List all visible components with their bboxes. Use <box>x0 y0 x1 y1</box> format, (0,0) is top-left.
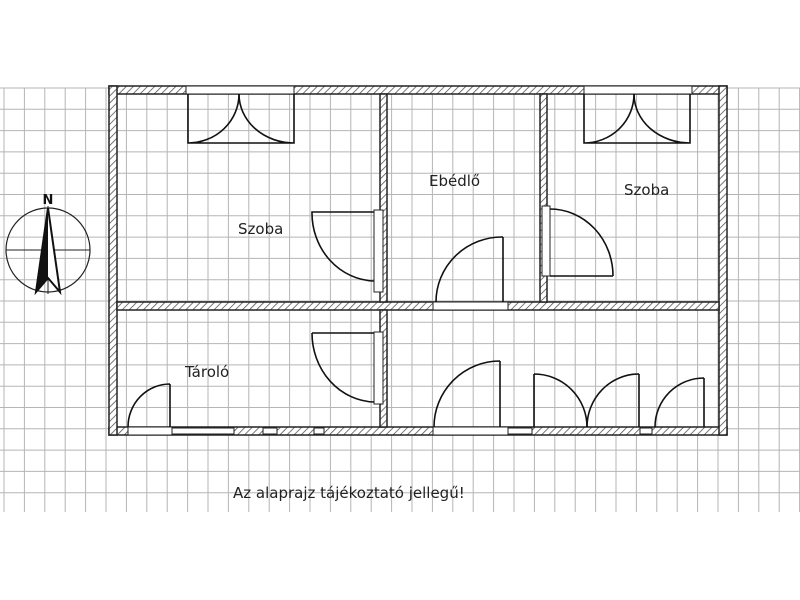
door-szoba-ebedlo <box>311 211 375 282</box>
opening-bottom-2 <box>432 301 509 311</box>
openings <box>127 85 693 436</box>
compass-north-label: N <box>43 193 54 208</box>
room-label-ebedlo: Ebédlő <box>429 172 480 190</box>
interior-wall-3 <box>539 93 548 303</box>
door-hall-double-a <box>533 373 588 428</box>
compass-rose: N <box>5 193 91 296</box>
door-top-left-b <box>238 93 295 144</box>
window-bottom-1 <box>171 427 235 435</box>
walls <box>108 85 728 436</box>
window-bottom-2 <box>262 427 278 435</box>
disclaimer-note: Az alaprajz tájékoztató jellegű! <box>233 484 465 502</box>
window-bottom-3 <box>313 427 325 435</box>
outer-wall-right <box>718 85 728 436</box>
grid-lines <box>0 87 800 512</box>
door-hall-double-b <box>586 373 640 428</box>
doors <box>127 93 705 428</box>
interior-wall-horizontal <box>116 301 720 311</box>
opening-bottom-3 <box>432 426 509 436</box>
door-top-right-b <box>633 93 691 144</box>
door-szoba-right <box>549 208 614 277</box>
room-label-szoba-right: Szoba <box>624 181 669 199</box>
door-tarolo-ext <box>127 383 171 428</box>
opening-wall-1-upper <box>373 209 384 293</box>
room-label-szoba-left: Szoba <box>238 220 283 238</box>
opening-bottom-1 <box>127 426 174 436</box>
room-label-tarolo: Tároló <box>184 363 229 381</box>
door-top-right-a <box>583 93 635 144</box>
opening-wall-3 <box>541 205 551 277</box>
door-ebedlo-hall <box>435 236 504 303</box>
window-bottom-4 <box>507 427 533 435</box>
door-hall-right <box>654 377 705 428</box>
opening-wall-1-lower <box>373 331 384 405</box>
window-top-right <box>583 85 693 95</box>
door-tarolo-hall <box>311 332 375 403</box>
door-hall-ext <box>433 360 501 428</box>
window-top-left <box>185 85 295 95</box>
compass-needle-fill-icon <box>36 208 48 292</box>
door-top-left-a <box>187 93 240 144</box>
outer-wall-left <box>108 85 118 436</box>
interior-wall-1 <box>379 93 388 303</box>
window-bottom-5 <box>639 427 653 435</box>
